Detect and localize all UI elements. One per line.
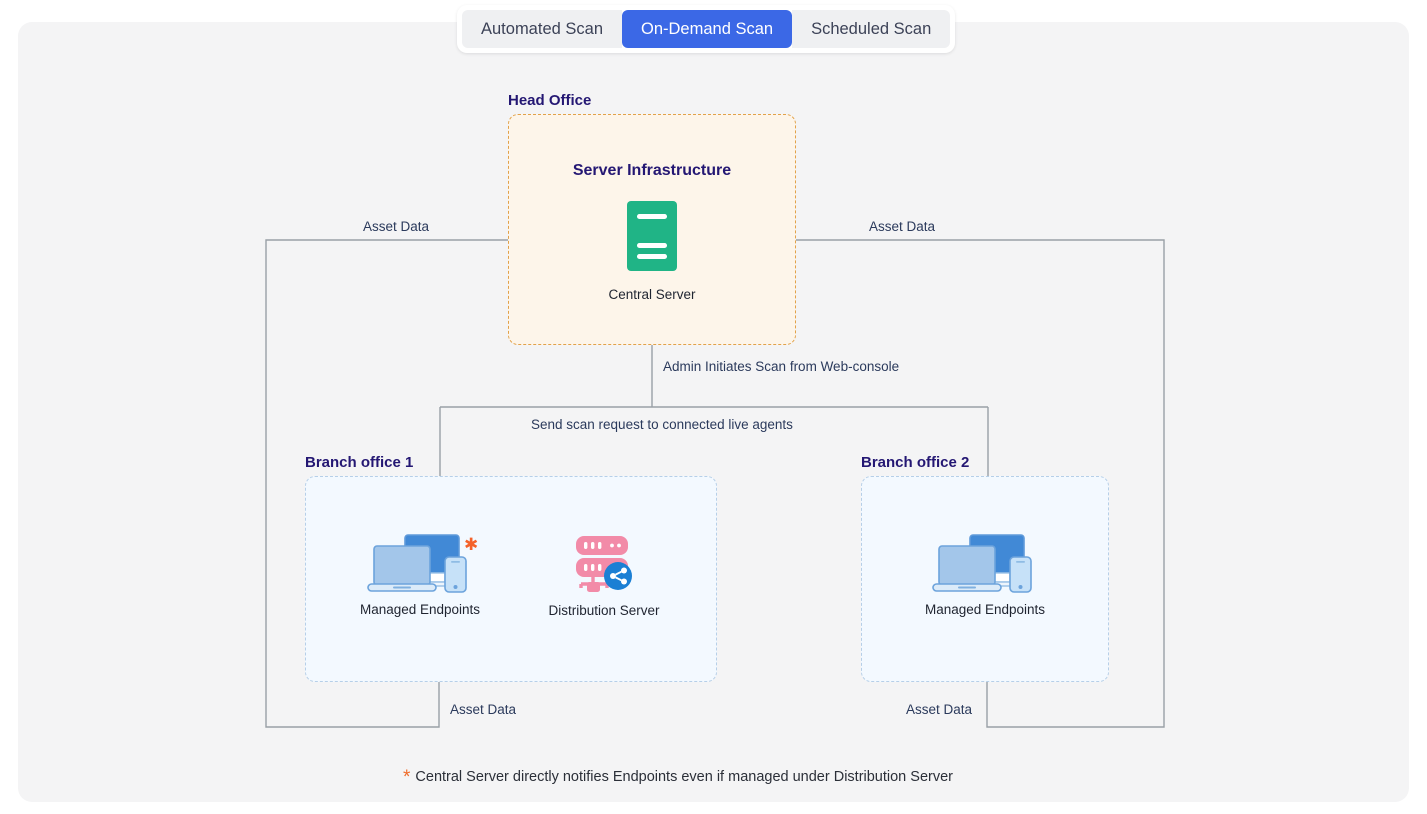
devices-icon <box>932 534 1032 593</box>
distribution-server-icon <box>576 536 632 592</box>
zone-label-branch-2: Branch office 2 <box>861 454 970 471</box>
distribution-server-label: Distribution Server <box>548 603 660 618</box>
zone-label-branch-1: Branch office 1 <box>305 454 414 471</box>
edge-label-asset-data-right: Asset Data <box>869 219 936 234</box>
managed-endpoints-1-icon-wrap <box>367 533 473 595</box>
edge-label-send-scan-request: Send scan request to connected live agen… <box>531 417 793 432</box>
scan-mode-tabbar[interactable]: Automated Scan On-Demand Scan Scheduled … <box>457 5 956 53</box>
server-infrastructure-title: Server Infrastructure <box>572 162 732 179</box>
devices-icon <box>367 534 467 593</box>
tab-scheduled-scan[interactable]: Scheduled Scan <box>792 10 951 48</box>
edge-label-asset-data-branch-1: Asset Data <box>450 702 517 717</box>
managed-endpoints-2-icon-wrap <box>932 533 1038 595</box>
distribution-server-icon-wrap <box>573 534 635 594</box>
tab-on-demand-scan[interactable]: On-Demand Scan <box>622 10 793 48</box>
central-server-label: Central Server <box>608 287 696 302</box>
footnote-asterisk-icon: * <box>403 767 411 788</box>
tab-automated-scan[interactable]: Automated Scan <box>462 10 622 48</box>
central-server-icon-wrap <box>626 200 678 272</box>
zone-label-head-office: Head Office <box>508 92 592 109</box>
asterisk-marker-icon: ✱ <box>464 535 479 555</box>
managed-endpoints-2-label: Managed Endpoints <box>924 602 1046 617</box>
footnote-text: Central Server directly notifies Endpoin… <box>415 769 953 785</box>
edge-label-admin-initiates: Admin Initiates Scan from Web-console <box>663 359 900 374</box>
server-icon <box>627 201 677 271</box>
edge-label-asset-data-branch-2: Asset Data <box>906 702 973 717</box>
footnote: * Central Server directly notifies Endpo… <box>403 767 953 788</box>
managed-endpoints-1-label: Managed Endpoints <box>359 602 481 617</box>
edge-label-asset-data-left: Asset Data <box>363 219 430 234</box>
